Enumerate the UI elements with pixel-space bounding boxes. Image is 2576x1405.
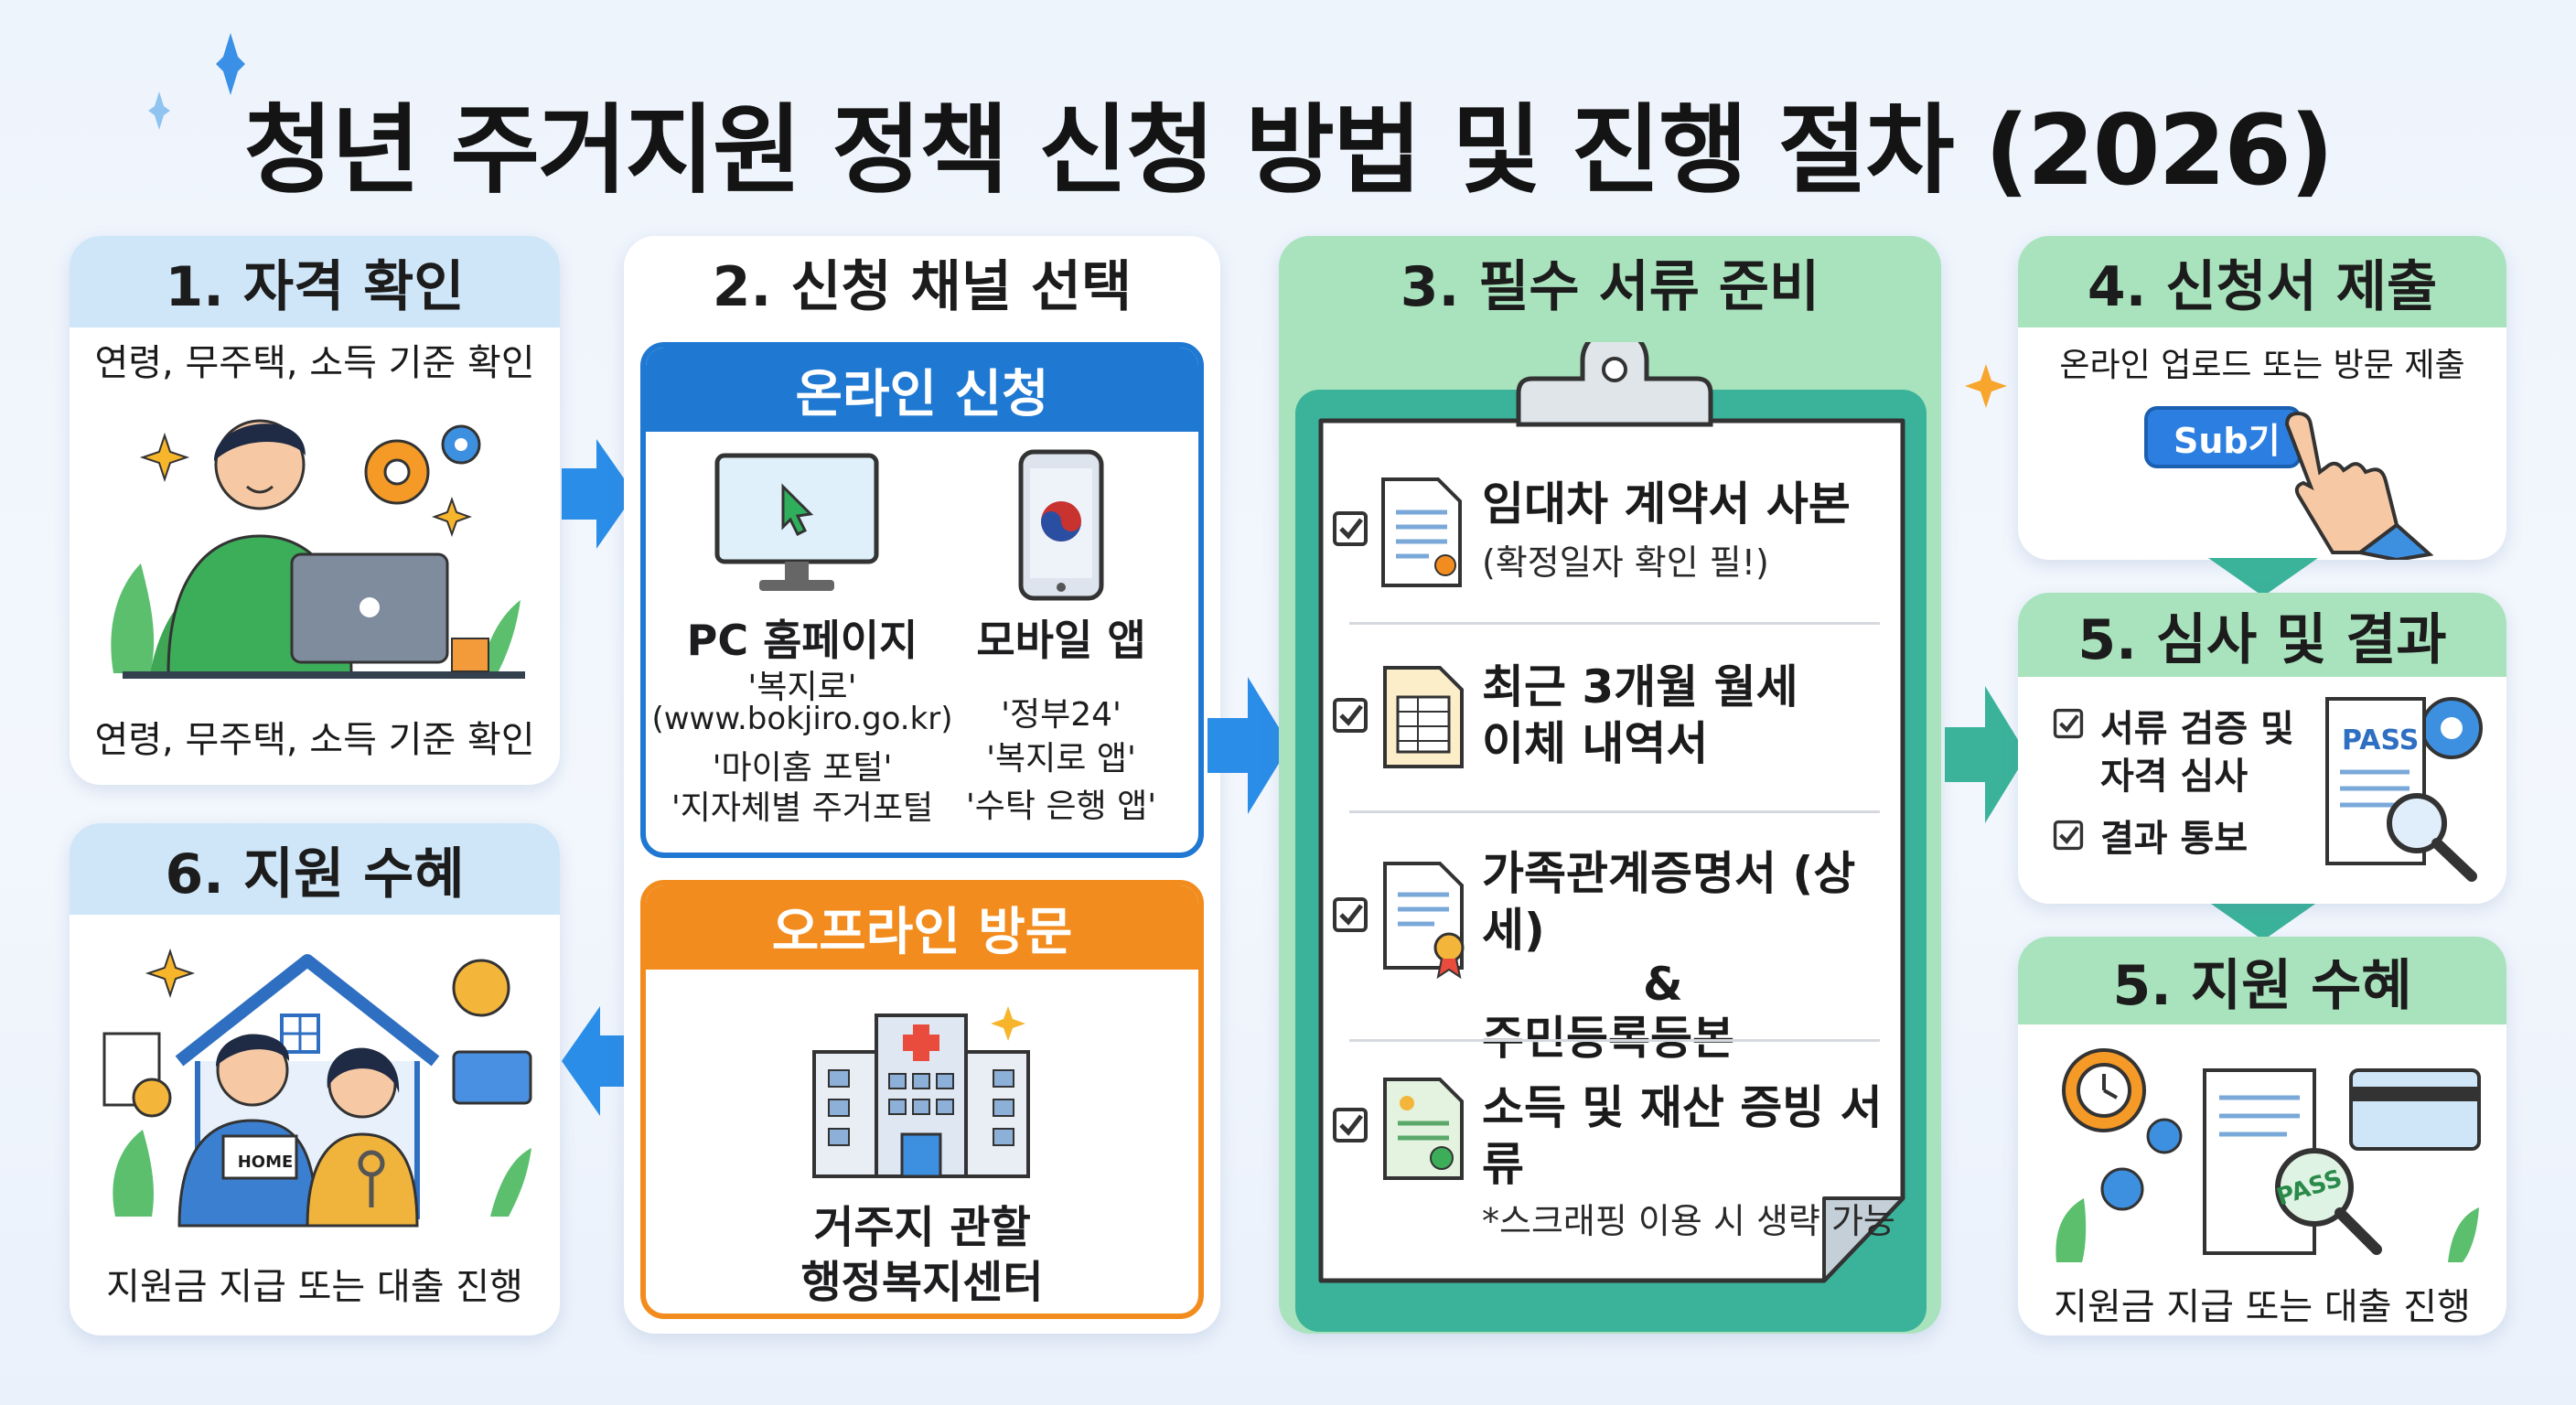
online-channel-box: 온라인 신청	[640, 342, 1204, 858]
step4-panel: 4. 신청서 제출 온라인 업로드 또는 방문 제출	[2018, 236, 2506, 560]
online-channel-title: 온라인 신청	[646, 348, 1198, 432]
arrow-down-icon	[2208, 902, 2318, 940]
doc-title: 최근 3개월 월세	[1482, 660, 1798, 713]
sparkle-icon	[148, 33, 245, 130]
benefit-documents-illustration	[2055, 1048, 2481, 1262]
pointing-hand-icon	[2284, 411, 2433, 560]
doc-item-family-certificate: 가족관계증명서 (상세) & 주민등록등본	[1482, 845, 1912, 1067]
smartphone-icon	[1018, 449, 1104, 601]
step1-panel: 1. 자격 확인 연령, 무주택, 소득 기준 확인 연령, 무주택, 소득 기…	[70, 236, 560, 785]
arrow-right-icon	[562, 439, 635, 549]
clipboard-clip-icon	[1516, 342, 1713, 427]
certificate-document-icon	[1383, 862, 1465, 980]
clipboard-paper	[1318, 418, 1905, 1283]
checkbox-icon	[2053, 820, 2084, 851]
arrow-left-icon	[562, 1006, 635, 1116]
income-document-icon	[1383, 1078, 1464, 1180]
doc-ampersand: &	[1643, 958, 1683, 1011]
pc-channel-line: '복지로'	[747, 669, 857, 706]
arrow-right-icon	[1945, 686, 2027, 823]
mobile-app-label: 모바일 앱	[976, 616, 1146, 665]
family-house-illustration	[102, 948, 532, 1228]
review-item: 서류 검증 및	[2100, 708, 2294, 750]
step1-heading: 1. 자격 확인	[70, 236, 560, 327]
document-magnifier-icon	[2325, 697, 2483, 882]
offline-location-line: 거주지 관할	[813, 1202, 1031, 1253]
offline-channel-title: 오프라인 방문	[646, 885, 1198, 970]
doc-title-line2: 주민등록등본	[1482, 1012, 1734, 1065]
mobile-channel-line: '정부24'	[1001, 696, 1122, 734]
step3-heading: 3. 필수 서류 준비	[1279, 236, 1941, 327]
step6-heading: 6. 지원 수혜	[70, 823, 560, 915]
step5-benefit-heading: 5. 지원 수혜	[2018, 937, 2506, 1024]
doc-item-lease: 임대차 계약서 사본 (확정일자 확인 필!)	[1482, 476, 1912, 585]
step2-heading: 2. 신청 채널 선택	[624, 236, 1220, 327]
arrow-down-icon	[2208, 558, 2318, 596]
checkbox-icon	[1333, 698, 1368, 733]
pc-channel-line: '지자체별 주거포털	[671, 789, 934, 827]
divider	[1349, 810, 1880, 813]
offline-channel-box: 오프라인 방문	[640, 880, 1204, 1319]
doc-title: 가족관계증명서 (상세)	[1482, 847, 1856, 957]
step1-caption: 연령, 무주택, 소득 기준 확인	[94, 719, 535, 761]
sparkle-icon	[1965, 364, 2007, 408]
offline-location-line: 행정복지센터	[800, 1257, 1044, 1308]
checkbox-icon	[1333, 511, 1368, 546]
pc-channel-line: (www.bokjiro.go.kr)	[651, 701, 953, 737]
submit-button[interactable]: Sub기	[2144, 406, 2302, 468]
statement-document-icon	[1383, 666, 1464, 768]
pc-homepage-label: PC 홈페이지	[686, 616, 918, 665]
doc-title: 임대차 계약서 사본	[1482, 477, 1851, 531]
page-title: 청년 주거지원 정책 신청 방법 및 진행 절차 (2026)	[243, 94, 2334, 207]
doc-note: *스크래핑 이용 시 생략 가능	[1482, 1201, 1895, 1241]
checkbox-icon	[2053, 708, 2084, 739]
step6-panel: 6. 지원 수혜 HOME 지원금 지급 또는 대출 진행	[70, 823, 560, 1335]
pass-stamp: PASS	[2342, 724, 2420, 756]
checkbox-icon	[1333, 1108, 1368, 1142]
contract-document-icon	[1381, 477, 1462, 587]
doc-title: 소득 및 재산 증빙 서류	[1482, 1081, 1883, 1191]
house-sign-label: HOME	[237, 1153, 294, 1172]
mobile-channel-line: '수탁 은행 앱'	[965, 788, 1157, 825]
review-item: 결과 통보	[2100, 818, 2249, 860]
monitor-icon	[714, 453, 879, 591]
step6-caption: 지원금 지급 또는 대출 진행	[106, 1266, 523, 1308]
mobile-channel-line: '복지로 앱'	[986, 740, 1136, 778]
building-icon	[812, 1006, 1030, 1178]
step4-subtitle: 온라인 업로드 또는 방문 제출	[2059, 347, 2465, 384]
step4-heading: 4. 신청서 제출	[2018, 236, 2506, 327]
arrow-right-icon	[1208, 677, 1290, 814]
pc-channel-line: '마이홈 포털'	[712, 749, 893, 787]
person-laptop-illustration	[111, 419, 525, 679]
doc-item-income-proof: 소득 및 재산 증빙 서류 *스크래핑 이용 시 생략 가능	[1482, 1079, 1912, 1244]
step1-subtitle: 연령, 무주택, 소득 기준 확인	[94, 342, 535, 384]
step5-benefit-caption: 지원금 지급 또는 대출 진행	[2054, 1286, 2471, 1328]
checkbox-icon	[1333, 897, 1368, 932]
step5-review-heading: 5. 심사 및 결과	[2018, 593, 2506, 677]
doc-item-rent-transfer: 최근 3개월 월세 이체 내역서	[1482, 659, 1912, 772]
divider	[1349, 1039, 1880, 1042]
doc-title-line2: 이체 내역서	[1482, 717, 1709, 770]
doc-note: (확정일자 확인 필!)	[1482, 542, 1769, 583]
divider	[1349, 622, 1880, 625]
review-item: 자격 심사	[2100, 756, 2249, 798]
